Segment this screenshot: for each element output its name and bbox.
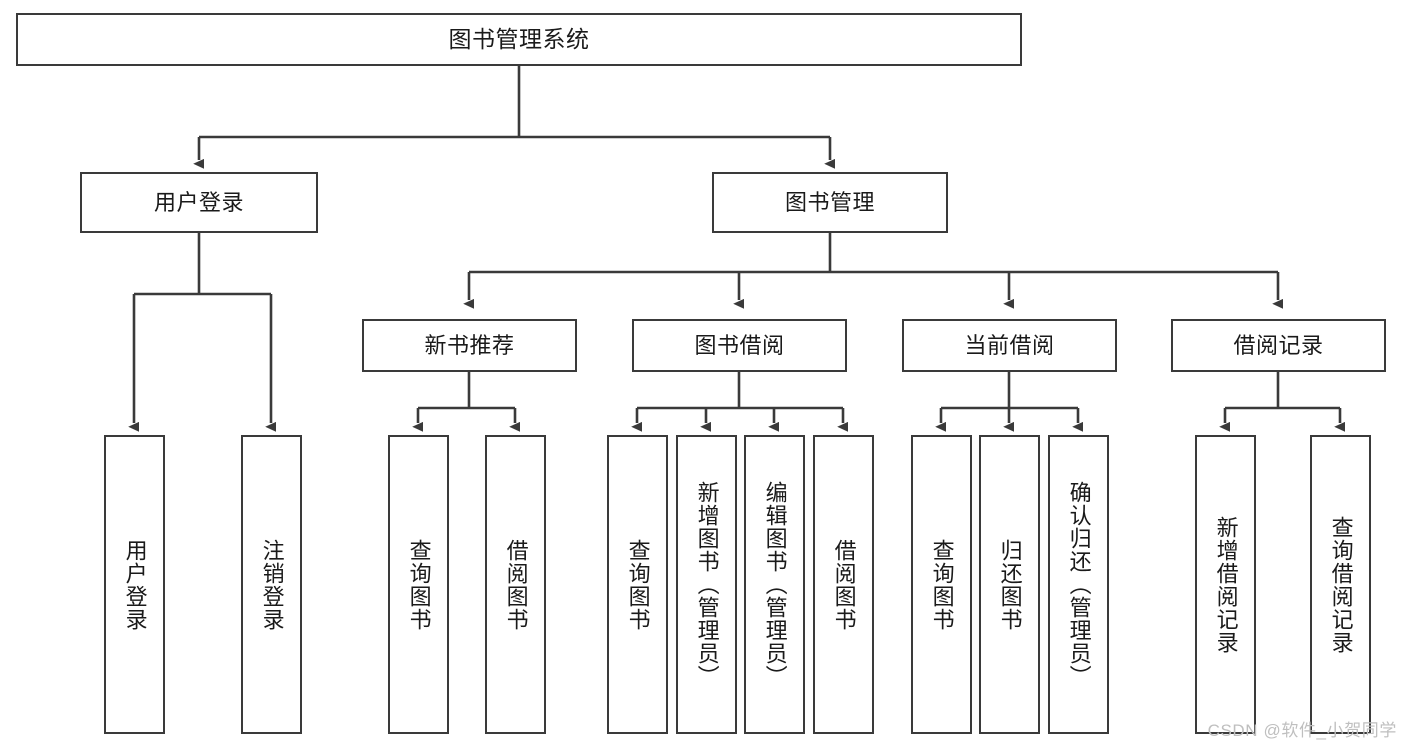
node-new-book-recommend-label: 新书推荐 (424, 332, 515, 358)
leaf-cb-return-book[interactable]: 归还图书 (979, 435, 1040, 734)
leaf-nb-query-book[interactable]: 查询图书 (388, 435, 449, 734)
leaf-user-login[interactable]: 用户登录 (104, 435, 165, 734)
leaf-nb-borrow-book-label: 借阅图书 (503, 538, 529, 631)
leaf-bb-borrow-book-label: 借阅图书 (831, 538, 857, 631)
leaf-cb-confirm-return[interactable]: 确认归还（管理员） (1048, 435, 1109, 734)
node-book-manage-label: 图书管理 (784, 189, 875, 215)
node-book-borrow[interactable]: 图书借阅 (632, 319, 847, 372)
watermark: CSDN @软件_小贺同学 (1207, 721, 1397, 740)
node-current-borrow[interactable]: 当前借阅 (902, 319, 1117, 372)
node-borrow-record-label: 借阅记录 (1233, 332, 1324, 358)
leaf-logout-label: 注销登录 (259, 538, 285, 631)
node-user-login[interactable]: 用户登录 (80, 172, 318, 233)
node-root[interactable]: 图书管理系统 (16, 13, 1022, 66)
leaf-bb-edit-book-label: 编辑图书（管理员） (762, 481, 788, 688)
node-book-borrow-label: 图书借阅 (694, 332, 785, 358)
leaf-bb-edit-book[interactable]: 编辑图书（管理员） (744, 435, 805, 734)
leaf-cb-return-book-label: 归还图书 (997, 538, 1023, 631)
leaf-user-login-label: 用户登录 (122, 538, 148, 631)
node-new-book-recommend[interactable]: 新书推荐 (362, 319, 577, 372)
leaf-bb-add-book[interactable]: 新增图书（管理员） (676, 435, 737, 734)
leaf-bb-query-book[interactable]: 查询图书 (607, 435, 668, 734)
leaf-br-add-record[interactable]: 新增借阅记录 (1195, 435, 1256, 734)
leaf-bb-borrow-book[interactable]: 借阅图书 (813, 435, 874, 734)
node-book-manage[interactable]: 图书管理 (712, 172, 948, 233)
leaf-bb-add-book-label: 新增图书（管理员） (694, 481, 720, 688)
leaf-bb-query-book-label: 查询图书 (625, 538, 651, 631)
node-user-login-label: 用户登录 (153, 189, 244, 215)
leaf-nb-query-book-label: 查询图书 (406, 538, 432, 631)
node-current-borrow-label: 当前借阅 (964, 332, 1055, 358)
node-root-label: 图书管理系统 (448, 26, 590, 52)
leaf-logout[interactable]: 注销登录 (241, 435, 302, 734)
leaf-br-add-record-label: 新增借阅记录 (1213, 515, 1239, 654)
node-borrow-record[interactable]: 借阅记录 (1171, 319, 1386, 372)
leaf-br-query-record[interactable]: 查询借阅记录 (1310, 435, 1371, 734)
leaf-cb-query-book[interactable]: 查询图书 (911, 435, 972, 734)
leaf-cb-confirm-return-label: 确认归还（管理员） (1066, 481, 1092, 688)
leaf-nb-borrow-book[interactable]: 借阅图书 (485, 435, 546, 734)
leaf-cb-query-book-label: 查询图书 (929, 538, 955, 631)
leaf-br-query-record-label: 查询借阅记录 (1328, 515, 1354, 654)
